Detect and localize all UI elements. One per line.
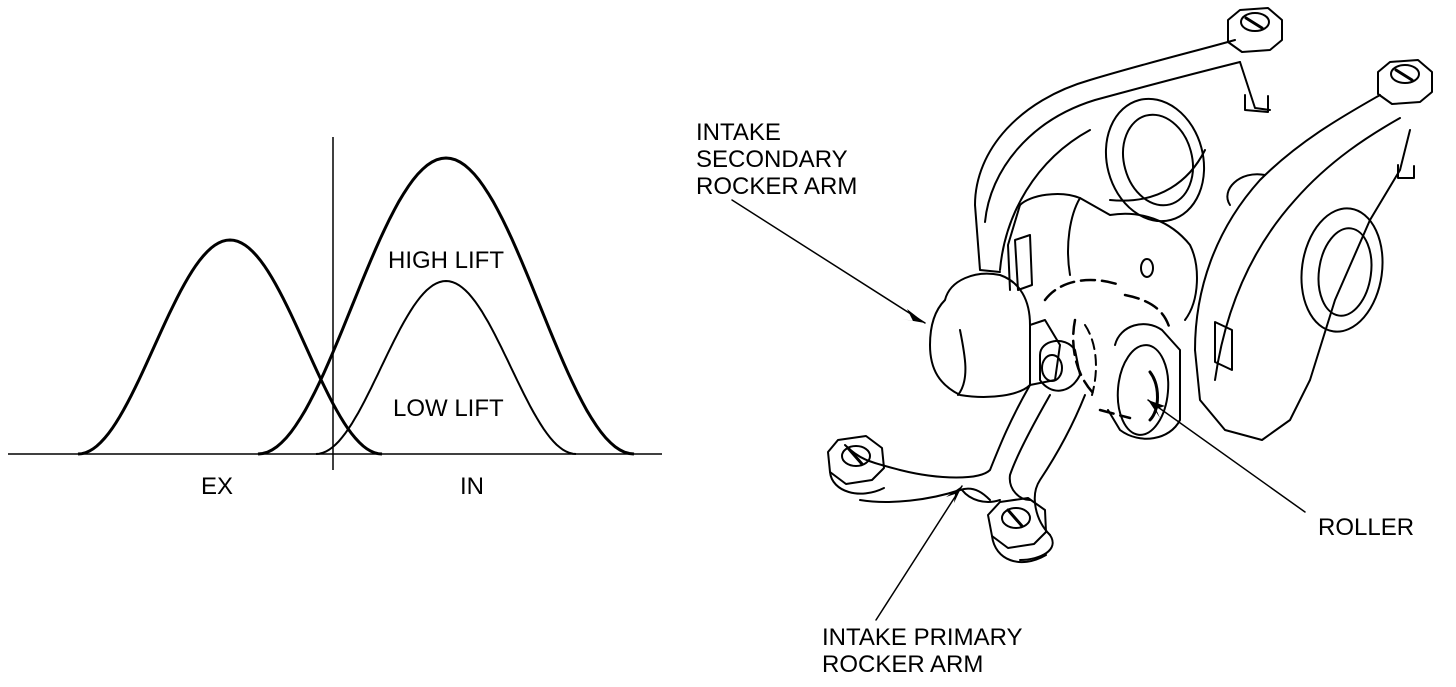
exhaust-label: EX — [201, 473, 233, 500]
leader-secondary — [731, 199, 926, 324]
primary-callout-line-1: INTAKE PRIMARY — [822, 624, 1022, 651]
callout-leaders — [731, 199, 1306, 621]
adjuster-nut-bottom-center — [987, 497, 1047, 564]
adjuster-nut-bottom-left — [827, 435, 885, 495]
secondary-rocker-arm-left — [974, 39, 1271, 273]
secondary-callout-line-1: INTAKE — [696, 119, 781, 146]
intake-high-lift-curve — [257, 156, 635, 456]
rocker-arm-illustration — [731, 7, 1433, 621]
leader-roller — [1147, 399, 1306, 513]
adjuster-nut-top-right — [1377, 59, 1433, 179]
secondary-rocker-arm-body — [929, 193, 1198, 398]
roller-callout: ROLLER — [1318, 514, 1414, 541]
intake-low-lift-curve — [315, 279, 577, 455]
exhaust-lift-curve — [77, 238, 383, 456]
secondary-rocker-arm-right — [1194, 94, 1411, 441]
callout-labels: INTAKE SECONDARY ROCKER ARM ROLLER INTAK… — [696, 119, 1414, 678]
leader-primary — [875, 485, 963, 621]
primary-callout-line-2: ROCKER ARM — [822, 651, 983, 678]
secondary-callout-line-3: ROCKER ARM — [696, 173, 857, 200]
high-lift-label: HIGH LIFT — [388, 247, 504, 274]
hidden-roller-outline — [1043, 278, 1172, 420]
roller — [1084, 323, 1181, 440]
intake-label: IN — [460, 473, 484, 500]
adjuster-nut-top-left — [1227, 7, 1283, 113]
secondary-callout-line-2: SECONDARY — [696, 146, 848, 173]
low-lift-label: LOW LIFT — [393, 395, 504, 422]
valve-lift-graph: HIGH LIFT LOW LIFT EX IN — [8, 137, 662, 500]
